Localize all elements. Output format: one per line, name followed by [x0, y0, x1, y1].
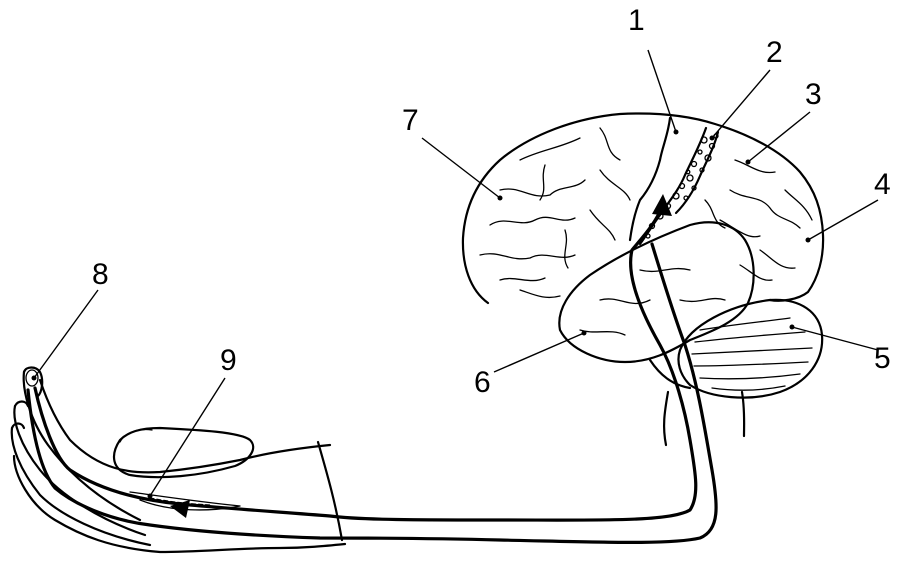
- brainstem: [650, 360, 744, 445]
- cerebellum: [678, 300, 822, 398]
- label-6: 6: [474, 366, 491, 399]
- label-9: 9: [220, 344, 237, 377]
- cerebrum-outline: [463, 113, 823, 303]
- cerebrum: [463, 113, 823, 303]
- forearm-outline: [40, 380, 330, 472]
- ring-finger: [12, 428, 150, 545]
- label-8: 8: [92, 258, 109, 291]
- index-finger: [24, 372, 140, 520]
- nerve-tract-inner: [35, 205, 696, 520]
- frontal-gyri: [480, 128, 630, 297]
- label-7: 7: [402, 104, 419, 137]
- label-3: 3: [805, 78, 822, 111]
- arrow-up-icon: [652, 194, 672, 216]
- sleeve-cuff: [318, 442, 342, 540]
- label-2: 2: [766, 36, 783, 69]
- sensory-pathway: [28, 194, 716, 542]
- nerve-tract-outer: [28, 244, 716, 542]
- central-sulcus: [630, 118, 670, 240]
- leader-lines: [32, 50, 879, 499]
- label-4: 4: [874, 168, 891, 201]
- number-labels: 1 2 3 4 5 6 7 8 9: [92, 4, 891, 399]
- parietal-gyri: [705, 160, 812, 280]
- label-5: 5: [874, 342, 891, 375]
- label-1: 1: [628, 4, 645, 37]
